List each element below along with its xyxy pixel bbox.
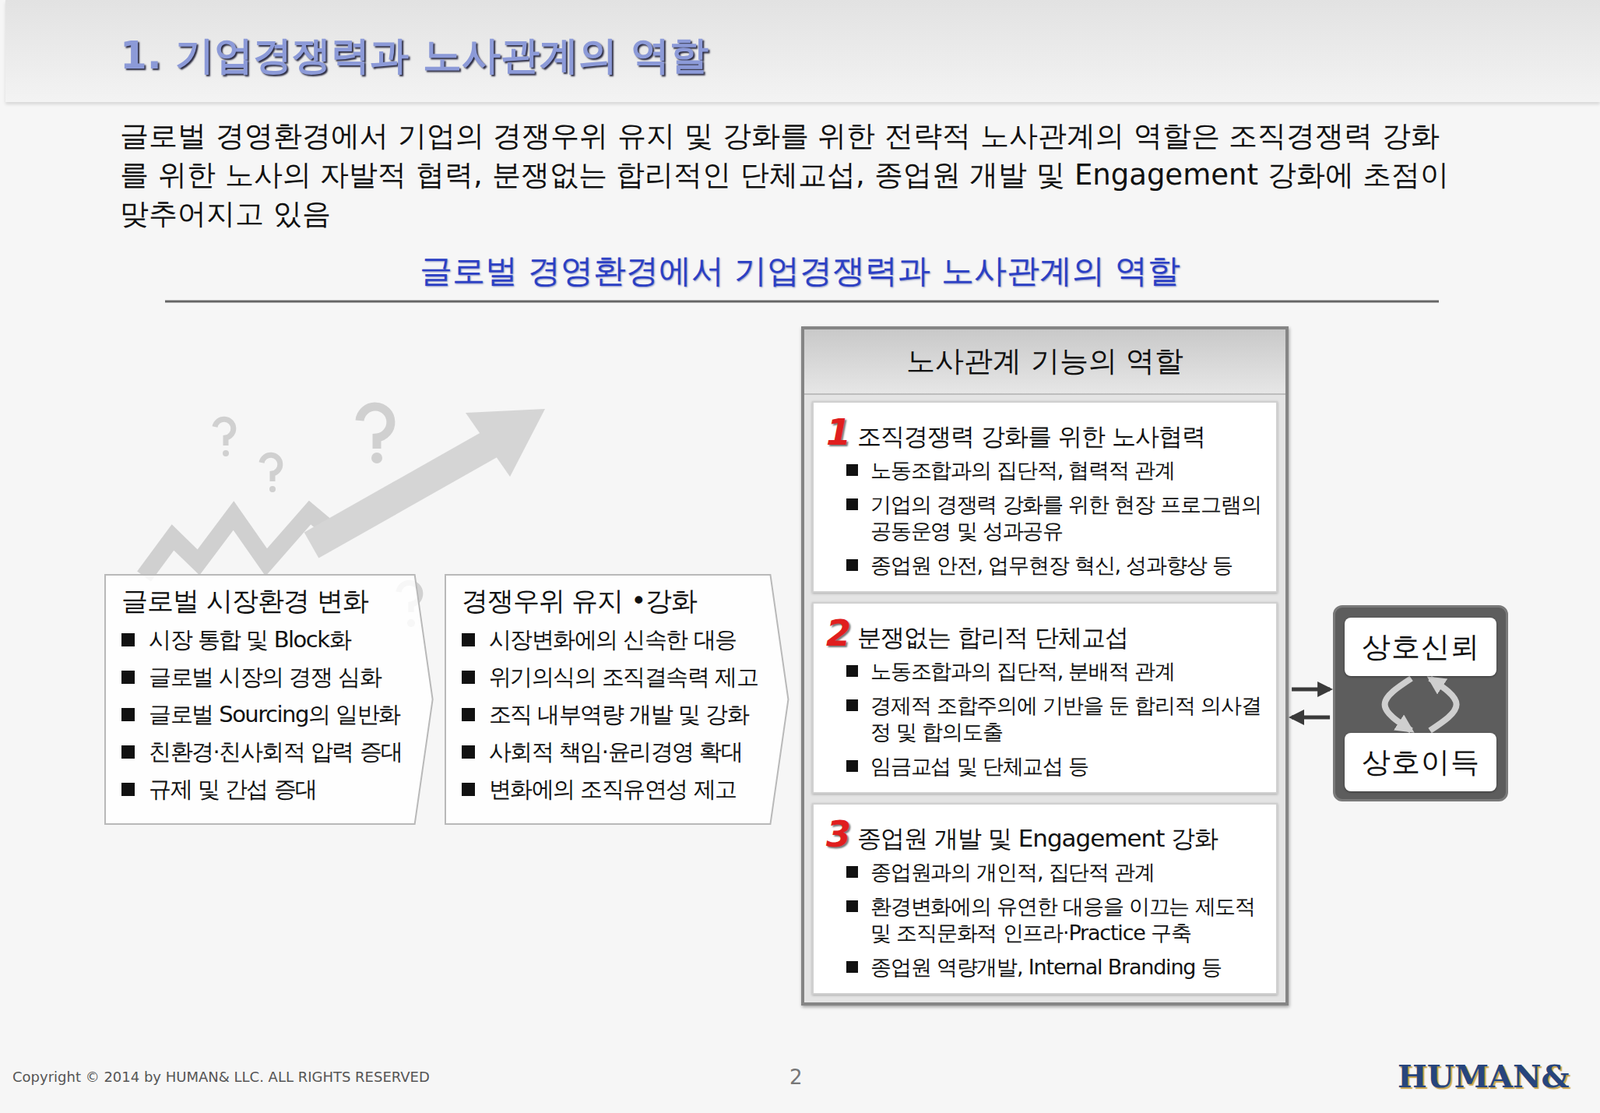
bullet-item: 친환경·친사회적 압력 증대 [121, 732, 403, 771]
bullet-item: 글로벌 Sourcing의 일반화 [121, 695, 403, 733]
bullet-marker [846, 759, 859, 772]
bullet-text: 경제적 조합주의에 기반을 둔 합리적 의사결정 및 합의도출 [870, 692, 1264, 746]
bullet-marker [121, 670, 135, 684]
connector-stroke [1385, 678, 1412, 731]
company-logo: HUMAN& [1397, 1057, 1570, 1094]
bullet-text: 글로벌 Sourcing의 일반화 [148, 695, 401, 733]
bullet-marker [846, 664, 859, 677]
role-item-box: 2분쟁없는 합리적 단체교섭노동조합과의 집단적, 분배적 관계경제적 조합주의… [812, 601, 1278, 794]
bullet-text: 조직 내부역량 개발 및 강화 [488, 695, 749, 733]
bullet-marker [121, 782, 135, 796]
bullet-text: 친환경·친사회적 압력 증대 [148, 732, 403, 771]
bullet-item: 노동조합과의 집단적, 분배적 관계 [846, 657, 1264, 685]
bullet-text: 종업원과의 개인적, 집단적 관계 [870, 858, 1155, 886]
box-label: 상호이득 [1361, 742, 1481, 782]
arrow-head [465, 408, 546, 477]
bullet-text: 종업원 안전, 업무현장 혁신, 성과향상 등 [870, 552, 1232, 579]
bullet-item: 종업원 역량개발, Internal Branding 등 [846, 953, 1264, 981]
advantage-box: 경쟁우위 유지 •강화시장변화에의 신속한 대응위기의식의 조직결속력 제고조직… [444, 573, 789, 825]
bullet-item: 조직 내부역량 개발 및 강화 [461, 695, 758, 733]
bullet-text: 노동조합과의 집단적, 협력적 관계 [870, 457, 1175, 484]
zigzag-line [144, 512, 340, 577]
bullet-marker [461, 707, 475, 721]
bullet-marker [846, 464, 859, 476]
bullet-item: 변화에의 조직유연성 제고 [461, 770, 758, 808]
bullet-item: 경제적 조합주의에 기반을 둔 합리적 의사결정 및 합의도출 [846, 692, 1264, 746]
bullet-item: 글로벌 시장의 경쟁 심화 [121, 657, 403, 696]
connector [1385, 678, 1457, 731]
callout-number: 3 [826, 813, 851, 855]
bullet-item: 사회적 책임·윤리경영 확대 [461, 732, 758, 771]
bullet-marker [846, 960, 859, 973]
arrow-shaft [311, 443, 491, 546]
bullet-text: 환경변화에의 유연한 대응을 이끄는 제도적 및 조직문화적 인프라·Pract… [870, 893, 1264, 946]
bullet-item: 종업원 안전, 업무현장 혁신, 성과향상 등 [846, 552, 1264, 579]
bullet-item: 시장변화에의 신속한 대응 [461, 620, 758, 658]
connector [1291, 689, 1330, 718]
bullet-text: 종업원 역량개발, Internal Branding 등 [870, 953, 1221, 981]
connector-stroke [1430, 678, 1457, 731]
bullet-marker [846, 498, 859, 510]
bullet-marker [461, 745, 475, 759]
panel-heading: 노사관계 기능의 역할 [804, 329, 1286, 395]
bullet-text: 사회적 책임·윤리경영 확대 [488, 732, 743, 771]
callout-number: 2 [826, 612, 851, 654]
item-heading: 조직경쟁력 강화를 위한 노사협력 [857, 420, 1206, 452]
market-change-box: 글로벌 시장환경 변화시장 통합 및 Block화글로벌 시장의 경쟁 심화글로… [104, 573, 434, 825]
mutual-benefit-box: 상호이득 [1344, 732, 1497, 792]
bullet-item: 노동조합과의 집단적, 협력적 관계 [846, 457, 1264, 484]
item-heading-row: 2분쟁없는 합리적 단체교섭 [826, 612, 1264, 654]
bullet-marker [121, 707, 135, 721]
pentagon-shape [445, 574, 788, 824]
bullet-marker [461, 632, 475, 647]
bullet-marker [461, 782, 475, 796]
section-heading: 글로벌 경영환경에서 기업경쟁력과 노사관계의 역할 [0, 249, 1600, 293]
intro-text: 글로벌 경영환경에서 기업의 경쟁우위 유지 및 강화를 위한 전략적 노사관계… [119, 116, 1460, 234]
bullet-text: 기업의 경쟁력 강화를 위한 현장 프로그램의 공동운영 및 성과공유 [870, 491, 1264, 545]
bullet-item: 규제 및 간섭 증대 [121, 770, 403, 808]
item-heading: 종업원 개발 및 Engagement 강화 [857, 822, 1218, 854]
page-number: 2 [789, 1065, 803, 1089]
connector-stroke [1291, 687, 1330, 692]
bullet-marker [121, 632, 135, 647]
role-panel: 노사관계 기능의 역할1조직경쟁력 강화를 위한 노사협력노동조합과의 집단적,… [801, 326, 1289, 1006]
bullet-text: 위기의식의 조직결속력 제고 [488, 657, 758, 696]
connector-stroke [1291, 715, 1330, 720]
bullet-text: 시장 통합 및 Block화 [148, 620, 351, 658]
bullet-item: 기업의 경쟁력 강화를 위한 현장 프로그램의 공동운영 및 성과공유 [846, 491, 1264, 545]
item-heading: 분쟁없는 합리적 단체교섭 [857, 621, 1129, 653]
item-heading-row: 1조직경쟁력 강화를 위한 노사협력 [826, 411, 1264, 453]
bullet-marker [846, 865, 859, 878]
bullet-item: 시장 통합 및 Block화 [121, 620, 403, 658]
box-heading: 경쟁우위 유지 •강화 [461, 581, 758, 619]
role-item-box: 3종업원 개발 및 Engagement 강화종업원과의 개인적, 집단적 관계… [812, 802, 1278, 995]
bullet-item: 종업원과의 개인적, 집단적 관계 [846, 858, 1264, 886]
mutual-trust-box: 상호신뢰 [1344, 617, 1497, 676]
bullet-marker [846, 699, 859, 711]
bullet-item: 임금교섭 및 단체교섭 등 [846, 752, 1264, 780]
bullet-text: 노동조합과의 집단적, 분배적 관계 [870, 657, 1175, 685]
callout-number: 1 [826, 411, 851, 453]
box-heading: 글로벌 시장환경 변화 [121, 581, 403, 619]
bullet-text: 글로벌 시장의 경쟁 심화 [148, 657, 381, 696]
box-label: 상호신뢰 [1361, 627, 1481, 667]
role-item-box: 1조직경쟁력 강화를 위한 노사협력노동조합과의 집단적, 협력적 관계기업의 … [812, 400, 1278, 593]
bullet-text: 변화에의 조직유연성 제고 [488, 770, 737, 808]
bullet-text: 임금교섭 및 단체교섭 등 [870, 752, 1089, 780]
item-heading-row: 3종업원 개발 및 Engagement 강화 [826, 813, 1264, 855]
bullet-item: 환경변화에의 유연한 대응을 이끄는 제도적 및 조직문화적 인프라·Pract… [846, 893, 1264, 946]
copyright-note: Copyright © 2014 by HUMAN& LLC. ALL RIGH… [12, 1068, 430, 1085]
bullet-marker [121, 745, 135, 759]
bullet-marker [846, 559, 859, 571]
bullet-item: 위기의식의 조직결속력 제고 [461, 657, 758, 696]
pentagon-shape [105, 574, 433, 824]
bullet-marker [846, 900, 859, 912]
bullet-text: 규제 및 간섭 증대 [148, 770, 317, 808]
underline-rule [165, 300, 1439, 303]
bullet-marker [461, 670, 475, 684]
slide-title: 1. 기업경쟁력과 노사관계의 역할 [119, 29, 709, 82]
bullet-text: 시장변화에의 신속한 대응 [488, 620, 737, 658]
